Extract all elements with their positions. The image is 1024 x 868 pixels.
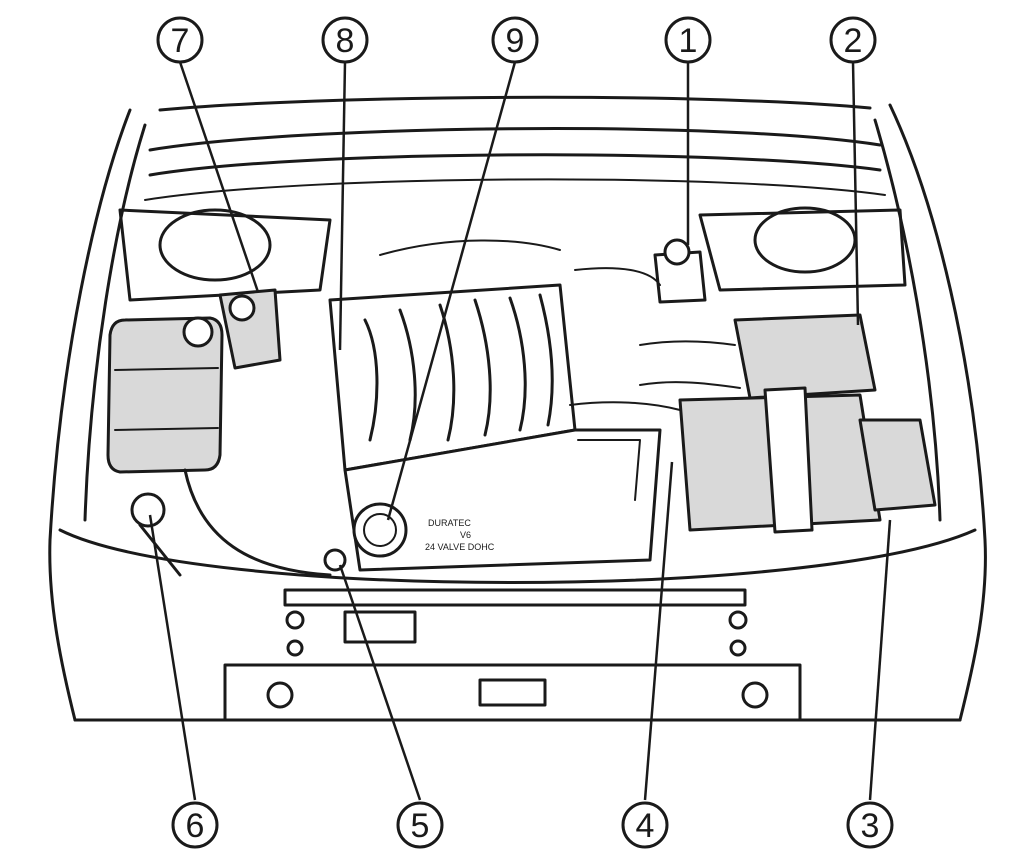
leader-2 <box>851 61 860 326</box>
air-filter-housing <box>639 313 877 400</box>
callout-3: 3 <box>846 801 894 849</box>
hoses <box>183 239 681 577</box>
leader-3 <box>868 519 892 801</box>
callout-6: 6 <box>171 801 219 849</box>
engine-cover: DURATEC V6 24 VALVE DOHC <box>343 428 662 572</box>
cover-text-line-1: DURATEC <box>428 518 471 528</box>
callout-9: 9 <box>491 16 539 64</box>
leader-4 <box>643 461 674 801</box>
callout-label-8: 8 <box>336 22 355 60</box>
cover-text-line-2: V6 <box>460 530 471 540</box>
leader-7 <box>178 61 260 293</box>
callout-5: 5 <box>396 801 444 849</box>
cover-text-line-3: 24 VALVE DOHC <box>425 542 495 552</box>
intake-manifold <box>328 283 577 472</box>
leader-6 <box>148 514 197 801</box>
oil-filler-cap <box>352 502 408 558</box>
callout-label-2: 2 <box>844 22 863 60</box>
strut-tower-right <box>698 206 907 292</box>
leader-lines <box>148 61 892 801</box>
callout-2: 2 <box>829 16 877 64</box>
cover-lettering: DURATEC V6 24 VALVE DOHC <box>425 518 495 552</box>
callout-label-9: 9 <box>506 22 525 60</box>
radiator-support <box>223 588 802 722</box>
callout-label-4: 4 <box>636 807 655 845</box>
callout-label-5: 5 <box>411 807 430 845</box>
callout-4: 4 <box>621 801 669 849</box>
leader-9 <box>386 61 517 521</box>
brake-fluid-reservoir <box>218 288 282 370</box>
callout-7: 7 <box>156 16 204 64</box>
callout-label-7: 7 <box>171 22 190 60</box>
callout-label-3: 3 <box>861 807 880 845</box>
leader-5 <box>338 564 422 801</box>
callout-label-6: 6 <box>186 807 205 845</box>
washer-fluid-reservoir <box>130 492 182 577</box>
callout-8: 8 <box>321 16 369 64</box>
coolant-expansion-tank <box>106 316 224 474</box>
cowl-panel <box>144 95 886 201</box>
strut-tower-left <box>118 208 332 302</box>
leader-8 <box>338 61 347 351</box>
callout-1: 1 <box>664 16 712 64</box>
callout-label-1: 1 <box>679 22 698 60</box>
battery <box>678 386 937 534</box>
power-steering-reservoir <box>653 238 707 304</box>
